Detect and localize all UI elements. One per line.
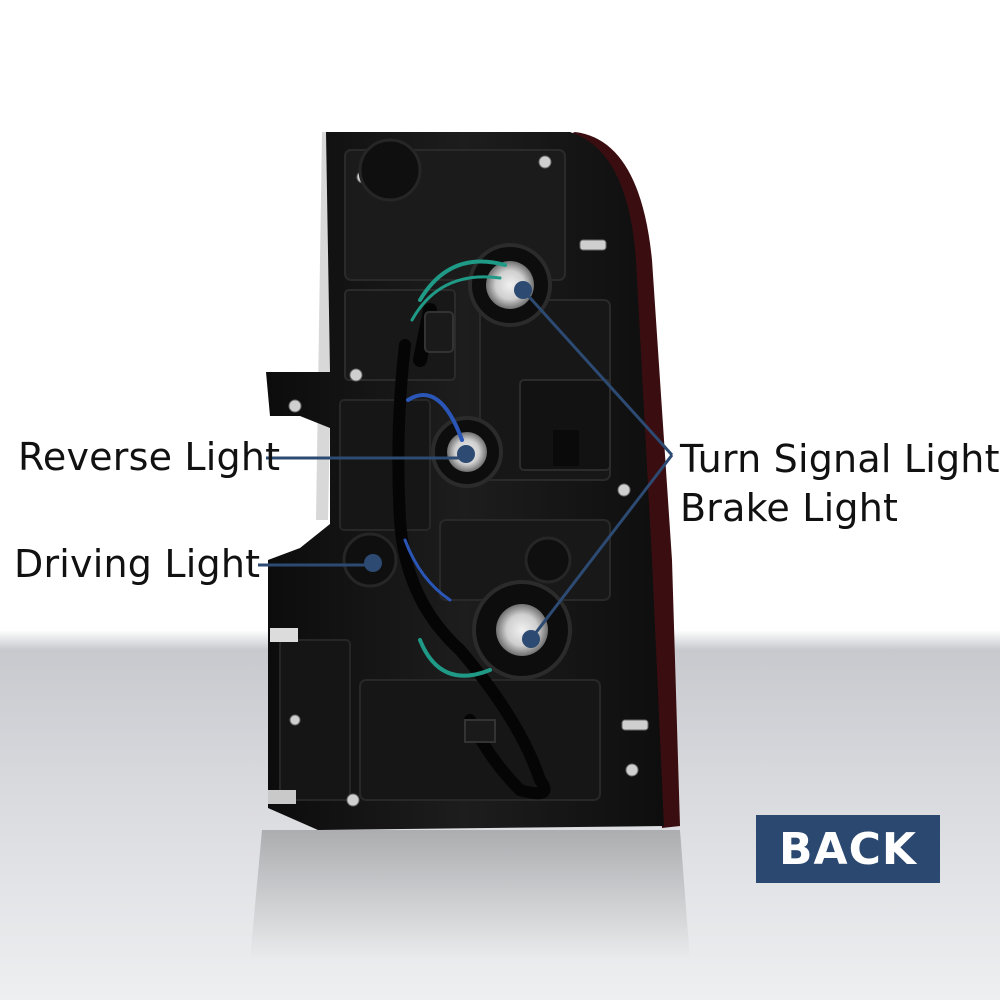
callout-line-brake bbox=[529, 454, 674, 640]
back-badge: BACK bbox=[756, 815, 940, 883]
callout-line-turn bbox=[521, 288, 674, 457]
label-driving-light: Driving Light bbox=[14, 542, 261, 586]
label-turn-signal-light: Turn Signal Light bbox=[680, 437, 1000, 481]
label-reverse-light: Reverse Light bbox=[18, 435, 281, 479]
back-badge-text: BACK bbox=[779, 823, 917, 875]
floor-reflection bbox=[250, 830, 690, 960]
wiring-harness bbox=[392, 259, 551, 800]
lens-edge bbox=[560, 132, 680, 828]
label-brake-light: Brake Light bbox=[680, 486, 899, 530]
callout-lines bbox=[258, 288, 674, 640]
